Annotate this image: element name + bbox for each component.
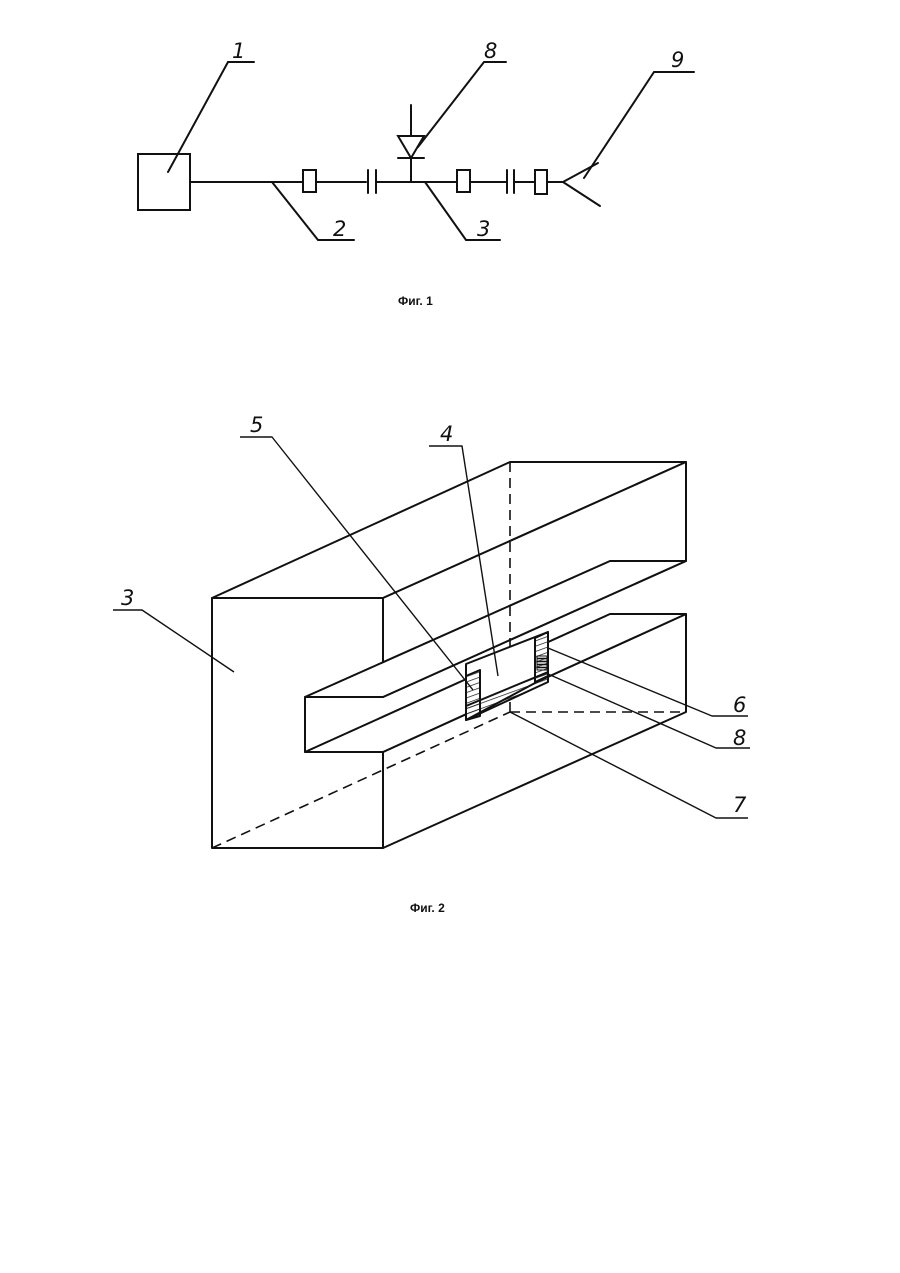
front-face [212, 598, 383, 848]
label-8: 8 [484, 39, 497, 63]
leader-8 [418, 62, 506, 147]
capacitor-1 [368, 170, 376, 193]
line-element-1 [303, 170, 316, 192]
line-element-2 [457, 170, 470, 192]
generator-block [138, 154, 190, 210]
capacitor-2 [507, 170, 514, 193]
figure-1-labels: 1 2 3 8 9 [232, 39, 684, 241]
label-1: 1 [232, 39, 245, 63]
horn-antenna [563, 163, 600, 206]
label-fig2-6: 6 [733, 693, 746, 717]
line-element-3 [535, 170, 547, 194]
figure-2-caption: Фиг. 2 [410, 901, 445, 915]
figure-1-circuit [138, 62, 694, 240]
label-fig2-3: 3 [121, 586, 134, 610]
label-9: 9 [671, 48, 684, 72]
figure-2-waveguide [113, 437, 750, 848]
figure-1-caption: Фиг. 1 [398, 294, 433, 308]
label-fig2-4: 4 [440, 422, 453, 446]
leader-9 [584, 72, 694, 178]
label-fig2-5: 5 [250, 413, 263, 437]
label-fig2-8: 8 [733, 726, 746, 750]
label-3: 3 [477, 217, 490, 241]
diode-element [537, 656, 547, 670]
label-2: 2 [333, 217, 346, 241]
label-fig2-7: 7 [733, 793, 747, 817]
